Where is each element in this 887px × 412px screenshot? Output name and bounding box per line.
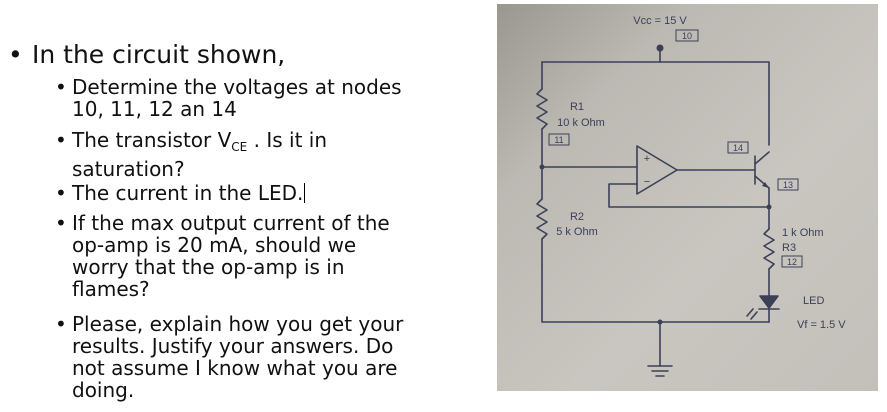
vcc-label: Vcc = 15 V [633,15,687,27]
line: saturation? [72,157,185,181]
r1-name: R1 [570,101,584,113]
vcc-terminal [656,44,664,52]
line: op-amp is 20 mA, should we [72,233,357,257]
led-name: LED [803,295,824,307]
r3-value: 1 k Ohm [782,227,824,239]
bullet-dot: • [55,312,67,336]
node-14-label: 14 [733,143,743,153]
opamp-plus: + [644,153,650,165]
question-text: • In the circuit shown, • Determine the … [8,40,404,402]
node-box [675,29,699,42]
node-13-label: 13 [783,180,793,190]
emitter-arrow [762,182,769,188]
line: Determine the voltages at nodes [72,75,402,99]
node-box [781,255,803,268]
subscript: CE [231,140,248,154]
line: not assume I know what you are [72,356,398,380]
led-vf: Vf = 1.5 V [797,319,846,331]
bullet-dot: • [55,181,67,205]
opamp-minus: − [644,176,650,188]
r2-name: R2 [570,211,584,223]
junction-dot [539,164,545,170]
r3-name: R3 [782,242,796,254]
line: flames? [72,277,150,301]
wires [536,49,780,377]
main-bullet-text: In the circuit shown, [32,40,286,69]
line: 10, 11, 12 an 14 [72,97,237,121]
line: results. Justify your answers. Do [72,334,394,358]
node-box [548,133,570,146]
r2-value: 5 k Ohm [556,226,598,238]
line: If the max output current of the [72,211,390,235]
node-12-label: 12 [787,257,797,267]
bullet-dot: • [55,211,67,235]
node-box [777,178,799,191]
junction-dot [657,319,663,325]
bullet-dot: • [55,75,67,99]
bullet-dot: • [8,40,23,69]
line: . Is it in [247,128,328,152]
node-11-label: 11 [554,135,563,145]
circuit-diagram: Vcc = 15 V 10 R1 10 k Ohm 11 R2 5 k Ohm … [497,4,878,391]
line: worry that the op-amp is in [72,255,345,279]
text-cursor [304,183,306,203]
line: Please, explain how you get your [72,312,404,336]
r1-value: 10 k Ohm [557,117,605,129]
circuit-photo: Vcc = 15 V 10 R1 10 k Ohm 11 R2 5 k Ohm … [497,4,878,391]
paper-background [497,4,878,391]
node-box [727,141,749,154]
line: The transistor V [72,128,232,152]
line: doing. [72,378,135,402]
node-10-label: 10 [682,31,692,41]
bullet-dot: • [55,128,67,152]
junction-dot [766,204,772,210]
line: The current in the LED. [72,181,304,205]
